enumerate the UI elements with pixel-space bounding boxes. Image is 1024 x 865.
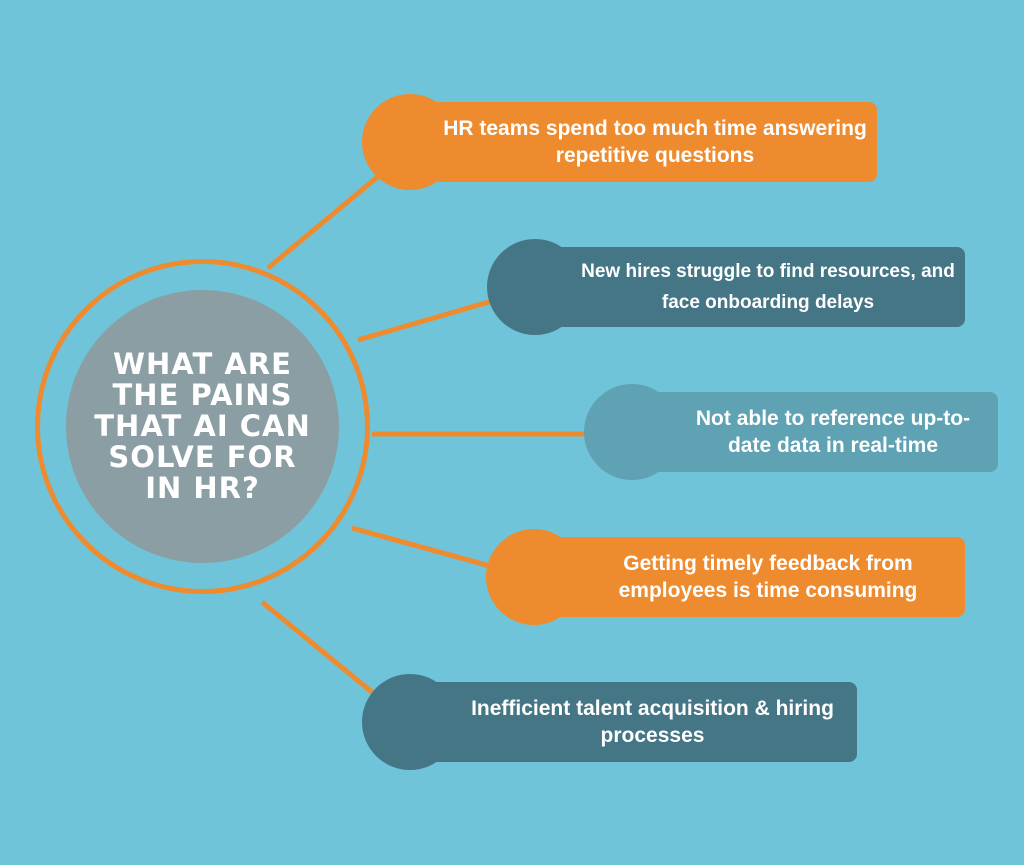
hub-ring bbox=[35, 259, 370, 594]
hub-title: WHAT ARE THE PAINS THAT AI CAN SOLVE FOR… bbox=[94, 347, 311, 505]
pain-callout-5-bar bbox=[402, 682, 857, 762]
pain-callout-5-text: Inefficient talent acquisition & hiring … bbox=[471, 697, 834, 747]
pain-callout-4-text: Getting timely feedback from employees i… bbox=[618, 552, 918, 602]
pain-callout-1-text: HR teams spend too much time answering r… bbox=[443, 117, 867, 167]
pain-callout-3-text: Not able to reference up-to-date data in… bbox=[695, 407, 971, 457]
pain-callout-2-text: New hires struggle to find resources, an… bbox=[581, 261, 955, 313]
pain-callout-2-bar bbox=[527, 247, 965, 327]
pain-callout-3-bar bbox=[624, 392, 998, 472]
hub-circle: WHAT ARE THE PAINS THAT AI CAN SOLVE FOR… bbox=[66, 290, 339, 563]
pain-callout-4-bar bbox=[526, 537, 965, 617]
pain-callout-1-bar bbox=[402, 102, 877, 182]
